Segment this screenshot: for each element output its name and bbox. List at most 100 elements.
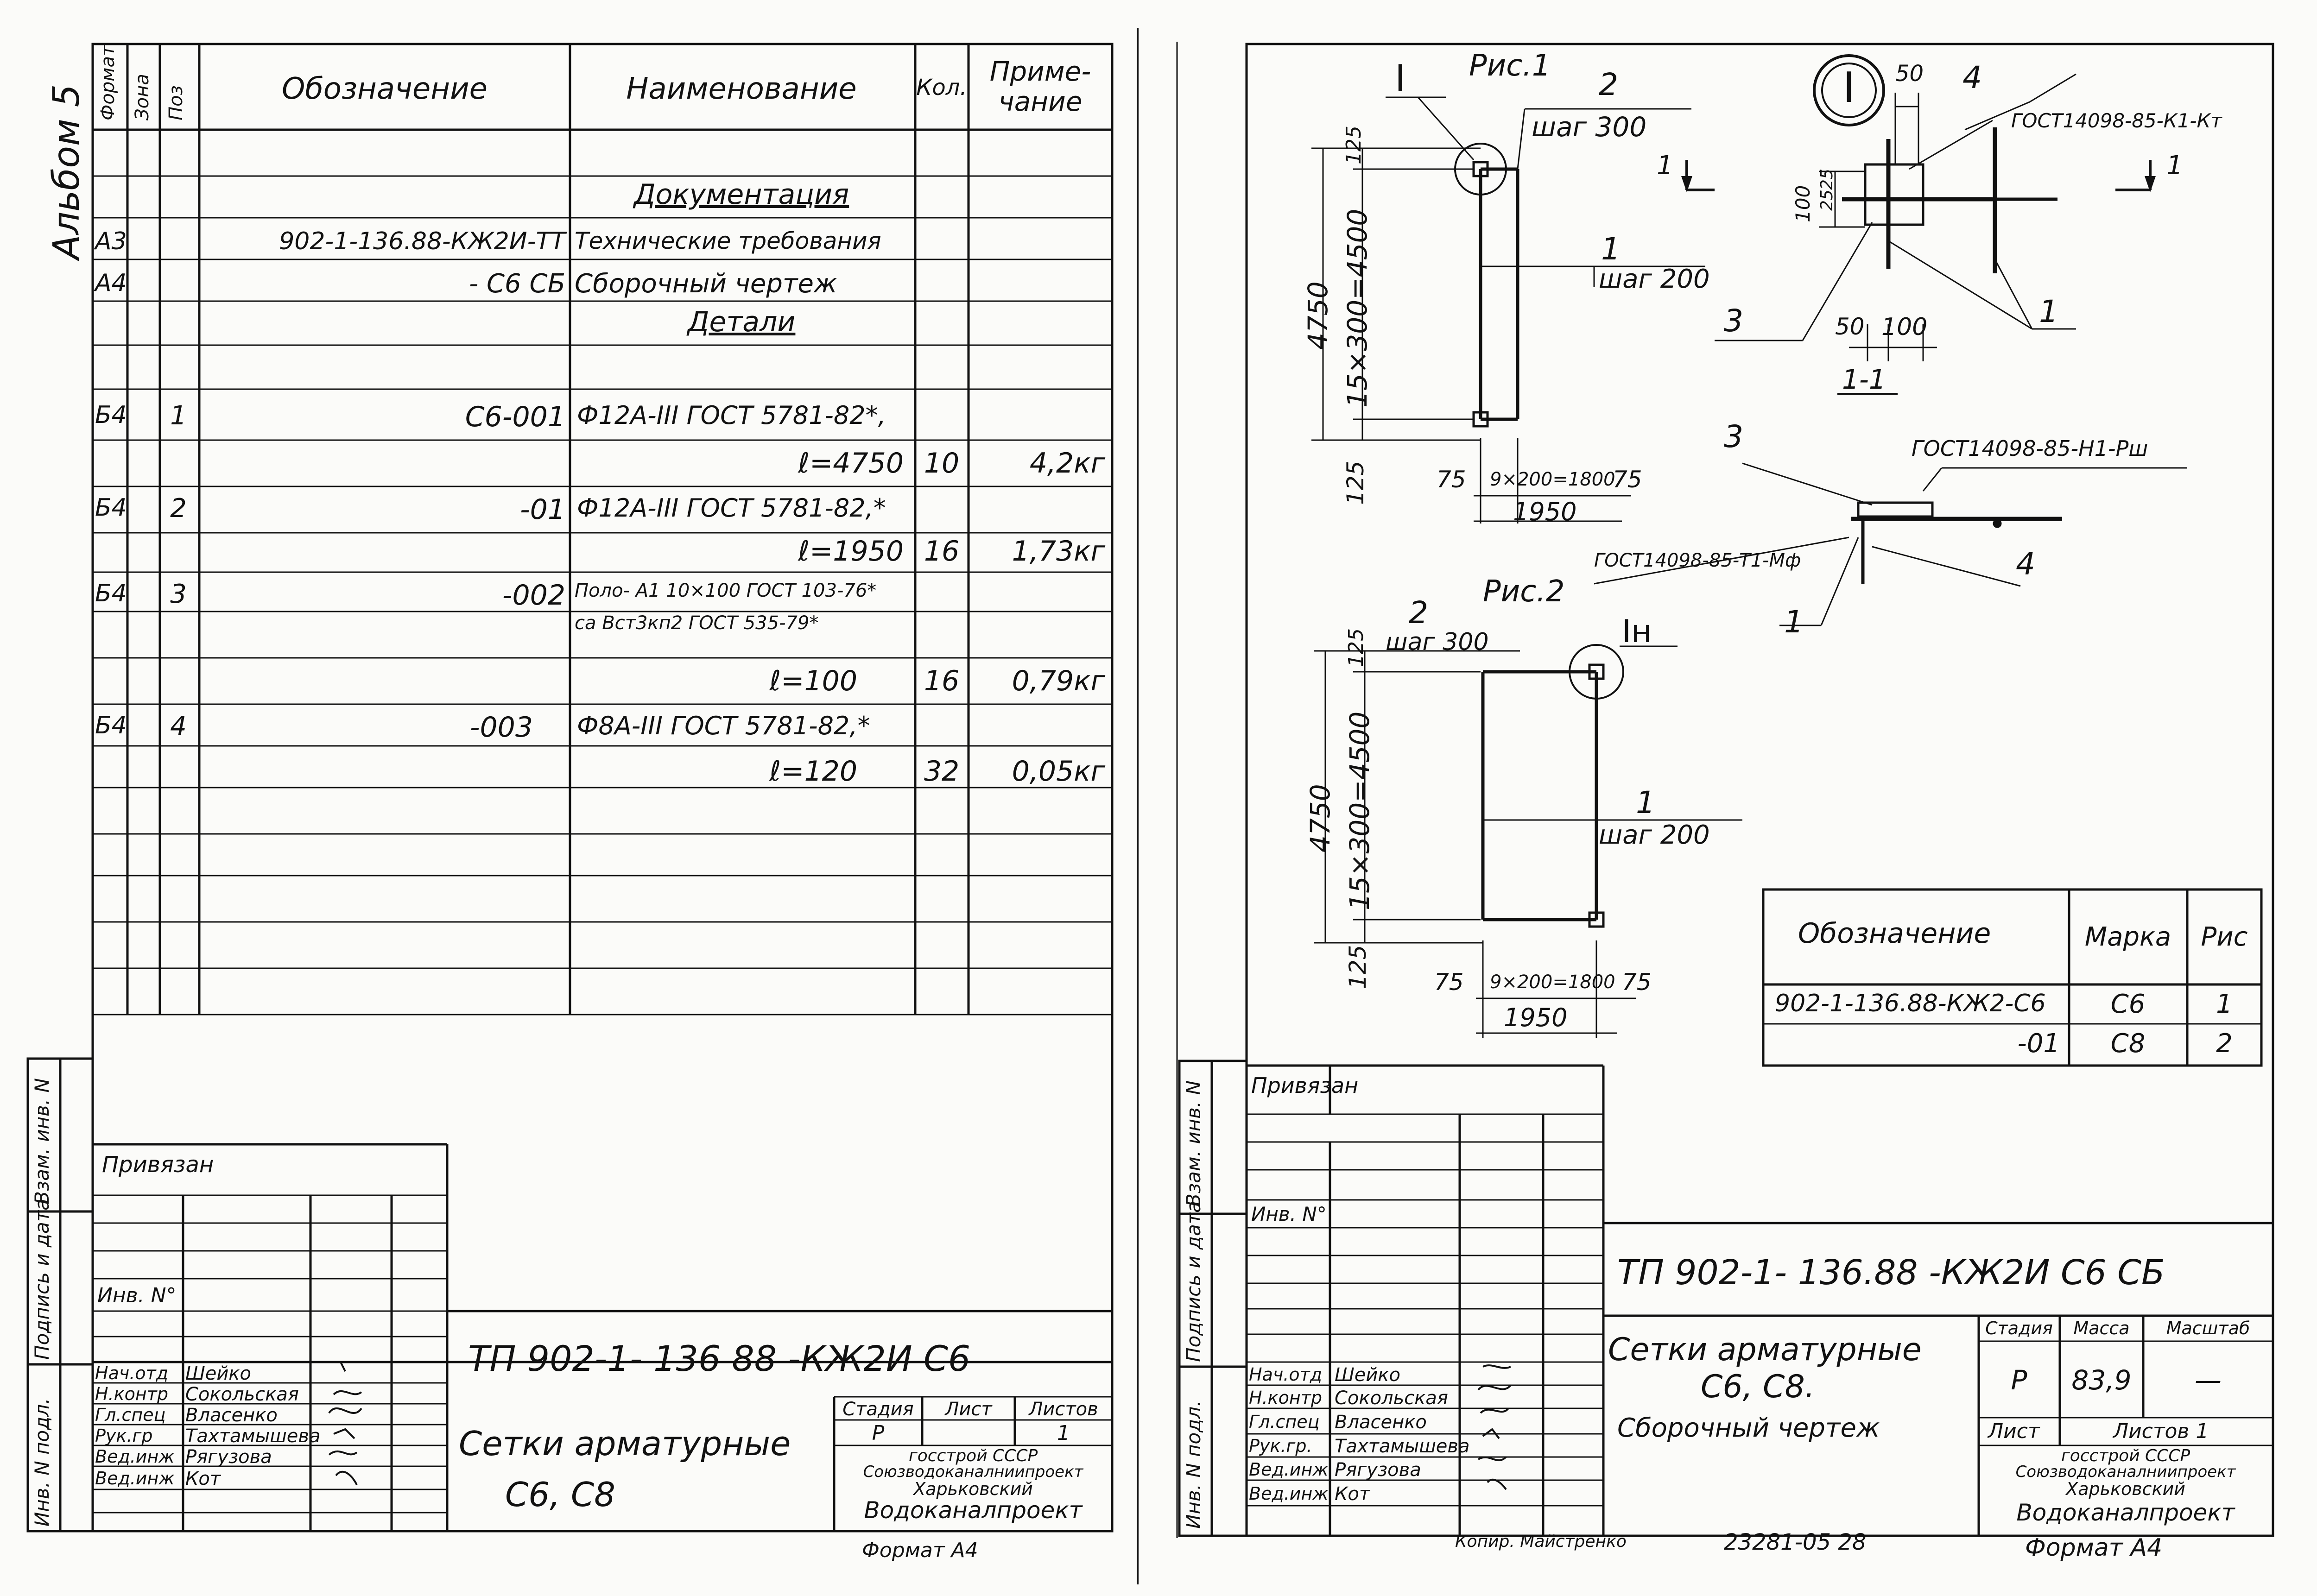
gost-n1: ГОСТ14098-85-Н1-Рш bbox=[1912, 436, 2148, 461]
side-label-sign-r: Подпись и дата bbox=[1182, 1201, 1205, 1362]
row-designation: -003 bbox=[469, 711, 533, 744]
header-name: Наименование bbox=[626, 72, 857, 106]
row-pos: 4 bbox=[170, 711, 187, 741]
dim-75b-right: 75 bbox=[1622, 969, 1652, 996]
sheets-value: 1 bbox=[1057, 1421, 1070, 1445]
callout-1b: 1 bbox=[1636, 785, 1655, 820]
row-format: А4 bbox=[95, 269, 127, 297]
row-name: Ф12А-III ГОСТ 5781-82*, bbox=[577, 401, 886, 430]
title-line-2: С6, С8 bbox=[505, 1475, 615, 1514]
staff-role: Гл.спец bbox=[1249, 1412, 1320, 1432]
stage-value-r: Р bbox=[2011, 1364, 2027, 1396]
staff-name: Власенко bbox=[185, 1405, 278, 1426]
section-label: 1-1 bbox=[1842, 364, 1886, 395]
mass-header-r: Масса bbox=[2073, 1318, 2130, 1338]
title-r-line-1: Сетки арматурные bbox=[1608, 1331, 1922, 1368]
left-sheet: Альбом 5 Формат Зона Поз Обозначение Наи… bbox=[0, 0, 1149, 1596]
drawing-code: ТП 902-1- 136 88 -КЖ2И С6 bbox=[468, 1338, 971, 1379]
staff-name: Шейко bbox=[185, 1363, 252, 1384]
staff-role: Вед.инж bbox=[1249, 1459, 1329, 1480]
stage-header: Стадия bbox=[842, 1399, 914, 1420]
row-format: Б4 bbox=[95, 401, 127, 429]
staff-name: Кот bbox=[1335, 1483, 1370, 1505]
dim-125b-top: 125 bbox=[1344, 628, 1368, 667]
row-pos: 1 bbox=[170, 401, 187, 431]
section-docs: Документация bbox=[633, 178, 849, 211]
section-mark-left: 1 bbox=[1657, 151, 1673, 181]
node-circle-label: I bbox=[1842, 63, 1855, 112]
stage-header-r: Стадия bbox=[1985, 1318, 2053, 1338]
row-qty: 16 bbox=[924, 665, 960, 697]
row-note: 0,05кг bbox=[1012, 755, 1105, 788]
callout-3b: 3 bbox=[1724, 419, 1743, 454]
step300-label: шаг 300 bbox=[1532, 111, 1647, 143]
row-pos: 3 bbox=[170, 579, 187, 609]
dim-75-left: 75 bbox=[1437, 466, 1466, 493]
gost-k1: ГОСТ14098-85-К1-Кт bbox=[2011, 109, 2222, 132]
copied-by: Копир. Майстренко bbox=[1455, 1532, 1627, 1551]
fig2-label: Рис.2 bbox=[1483, 574, 1565, 609]
inv-label-r: Инв. N° bbox=[1251, 1203, 1327, 1225]
dim-1950b: 1950 bbox=[1504, 1003, 1568, 1032]
org-line-3: Харьковский bbox=[913, 1479, 1033, 1499]
org-r-2: Союзводоканалниипроект bbox=[2015, 1463, 2236, 1481]
callout-1: 1 bbox=[1601, 231, 1621, 267]
staff-role: Н.контр bbox=[95, 1384, 168, 1404]
table-row-designation: 902-1-136.88-КЖ2-С6 bbox=[1775, 990, 2046, 1017]
sheet-label-r: Лист bbox=[1988, 1419, 2040, 1443]
dim-100-vert: 100 bbox=[1792, 185, 1814, 222]
side-label-inv: Инв. N подл. bbox=[31, 1398, 53, 1527]
table-h-designation: Обозначение bbox=[1798, 917, 1991, 950]
inv-label: Инв. N° bbox=[97, 1284, 177, 1307]
step200-label: шаг 200 bbox=[1599, 264, 1710, 294]
archive-number: 23281-05 28 bbox=[1724, 1529, 1867, 1555]
org-line-4: Водоканалпроект bbox=[864, 1497, 1083, 1524]
gost-t1: ГОСТ14098-85-Т1-Мф bbox=[1594, 550, 1801, 571]
callout-4: 4 bbox=[1962, 60, 1982, 95]
row-qty: 16 bbox=[924, 535, 960, 568]
mass-value-r: 83,9 bbox=[2071, 1364, 2132, 1396]
table-row-mark: С8 bbox=[2110, 1028, 2146, 1059]
title-r-line-2: С6, С8. bbox=[1701, 1369, 1815, 1405]
row-note: 1,73кг bbox=[1012, 535, 1105, 568]
dim-75-right: 75 bbox=[1613, 466, 1642, 493]
table-row-designation: -01 bbox=[2017, 1028, 2060, 1059]
section-details: Детали bbox=[687, 306, 796, 338]
row-name: са Вст3кп2 ГОСТ 535-79* bbox=[575, 612, 819, 634]
dim-75b-left: 75 bbox=[1434, 969, 1464, 996]
sheet-header: Лист bbox=[945, 1399, 992, 1420]
staff-name: Рягузова bbox=[185, 1446, 272, 1468]
album-label: Альбом 5 bbox=[46, 84, 88, 259]
dim-1950: 1950 bbox=[1513, 497, 1577, 526]
row-designation: - С6 СБ bbox=[468, 269, 565, 299]
row-designation: 902-1-136.88-КЖ2И-ТТ bbox=[279, 227, 565, 255]
drawing-code-r: ТП 902-1- 136.88 -КЖ2И С6 СБ bbox=[1617, 1253, 2165, 1293]
sheets-label-r: Листов 1 bbox=[2113, 1419, 2209, 1443]
org-r-3: Харьковский bbox=[2066, 1479, 2185, 1499]
row-name: Ф8А-III ГОСТ 5781-82,* bbox=[577, 711, 870, 740]
table-row-mark: С6 bbox=[2110, 989, 2146, 1019]
row-name: ℓ=1950 bbox=[798, 535, 904, 568]
staff-role: Рук.гр bbox=[95, 1426, 153, 1446]
org-r-1: госстрой СССР bbox=[2061, 1446, 2190, 1465]
fig1-label: Рис.1 bbox=[1469, 49, 1551, 83]
row-name: Поло- А1 10×100 ГОСТ 103-76* bbox=[575, 580, 877, 601]
dim-4750b: 4750 bbox=[1304, 784, 1336, 852]
header-designation: Обозначение bbox=[281, 72, 488, 106]
staff-name: Рягузова bbox=[1335, 1459, 1421, 1481]
dim-125-bottom: 125 bbox=[1342, 461, 1369, 505]
scale-header-r: Масштаб bbox=[2166, 1318, 2250, 1338]
format-label-r: Формат А4 bbox=[2025, 1534, 2163, 1562]
staff-role: Вед.инж bbox=[1249, 1483, 1329, 1504]
dim-25-a: 25 bbox=[1817, 189, 1836, 211]
dim-4500: 15×300=4500 bbox=[1342, 208, 1373, 408]
signatures bbox=[328, 1362, 362, 1485]
header-pos: Поз bbox=[165, 85, 187, 120]
callout-2b: 2 bbox=[1409, 595, 1428, 631]
callout-4b: 4 bbox=[2016, 546, 2035, 582]
format-label: Формат А4 bbox=[862, 1539, 978, 1562]
title-line-1: Сетки арматурные bbox=[459, 1424, 791, 1463]
staff-name: Сокольская bbox=[1335, 1388, 1448, 1409]
row-designation: С6-001 bbox=[465, 401, 565, 433]
side-label-inv-r: Инв. N подл. bbox=[1182, 1400, 1205, 1529]
